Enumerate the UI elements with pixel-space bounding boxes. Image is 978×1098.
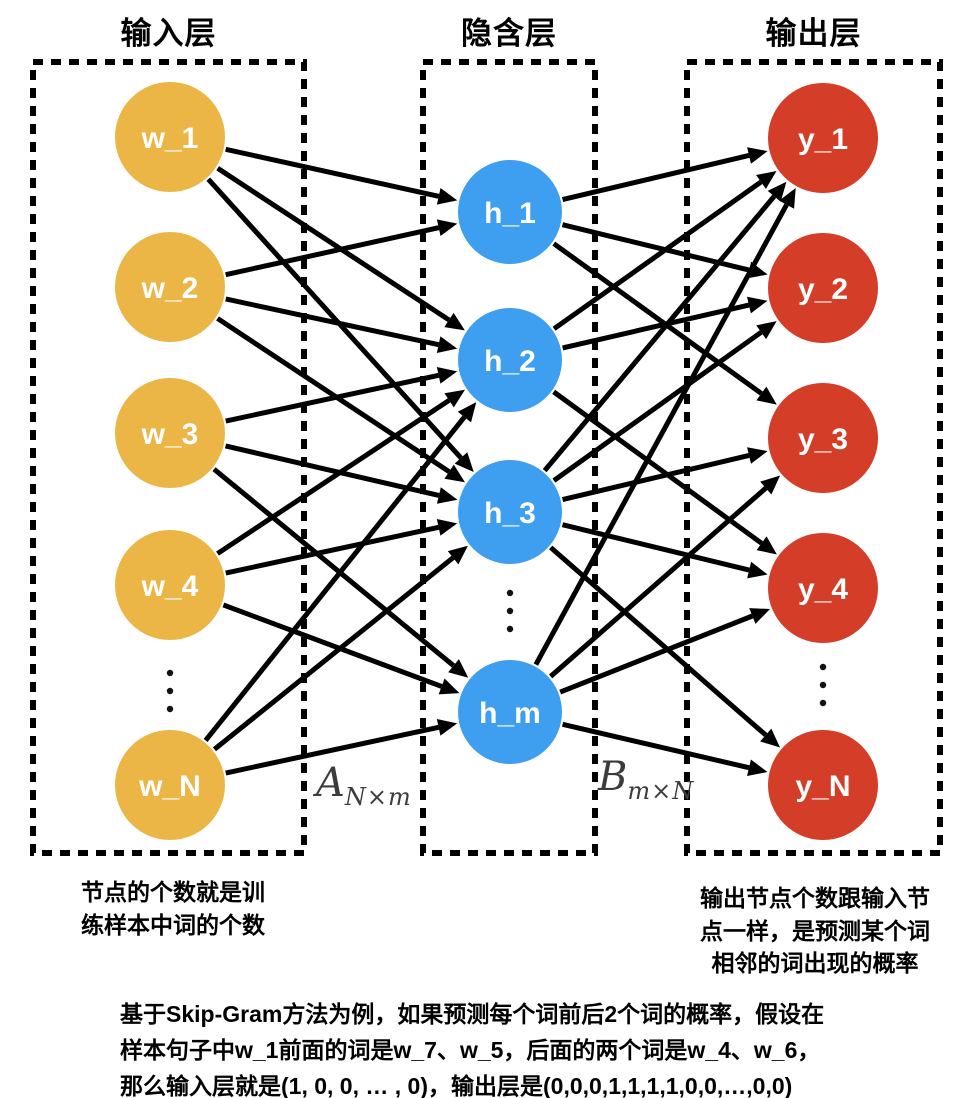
w_1-node [115, 82, 225, 192]
output-layer-box [684, 59, 943, 856]
matrix-b-label: Bm×N [598, 754, 694, 805]
edge-h_3-to-y_2 [552, 321, 777, 483]
edge-w_1-to-h_2 [216, 166, 465, 331]
ellipsis-dot [506, 625, 514, 633]
edge-w_2-to-h_3 [216, 316, 465, 483]
h_2-node [458, 308, 562, 412]
h_1-node [458, 160, 562, 264]
w_2-node-label: w_2 [141, 272, 199, 305]
edge-w_4-to-h_m [222, 602, 460, 695]
y_3-node-label: y_3 [798, 423, 848, 456]
edge-h_2-to-y_2 [562, 296, 768, 351]
ellipsis-dot [166, 669, 174, 677]
edge-w_1-to-h_1 [225, 146, 458, 205]
edge-w_3-to-h_2 [225, 367, 458, 424]
w_1-node-label: w_1 [141, 122, 199, 155]
edge-w_3-to-h_m [212, 467, 469, 678]
input-layer-box [30, 59, 307, 856]
ellipsis-dot [819, 699, 827, 707]
w_4-node [115, 530, 225, 640]
matrix-a-subscript: N×m [344, 783, 412, 811]
edge-w_N-to-h_2 [203, 402, 477, 743]
hidden-layer-box [420, 59, 598, 856]
y_N-node-label: y_N [795, 770, 850, 803]
h_3-node [458, 460, 562, 564]
ellipsis-dot [166, 687, 174, 695]
edge-w_3-to-h_3 [224, 443, 458, 504]
edge-h_1-to-y_1 [561, 147, 768, 203]
edge-h_1-to-y_3 [552, 241, 777, 405]
edge-w_2-to-h_2 [225, 296, 458, 353]
edge-w_4-to-h_2 [216, 389, 465, 556]
ellipsis-dot [166, 705, 174, 713]
w_N-node-label: w_N [138, 770, 201, 803]
y_2-node-label: y_2 [798, 273, 848, 306]
h_3-node-label: h_3 [484, 497, 536, 530]
y_4-node [768, 533, 878, 643]
input-layer-title: 输入层 [120, 16, 217, 51]
edge-w_2-to-h_1 [225, 219, 458, 278]
hidden-layer-title: 隐含层 [461, 16, 557, 51]
w_N-node [115, 730, 225, 840]
edge-h_m-to-y_3 [548, 475, 781, 679]
ellipsis-dot [819, 663, 827, 671]
output-layer-title: 输出层 [765, 16, 862, 51]
h_m-node [458, 660, 562, 764]
y_1-node [768, 83, 878, 193]
edge-h_2-to-y_1 [552, 170, 777, 331]
edge-w_N-to-h_m [225, 719, 458, 776]
edge-w_N-to-h_3 [212, 545, 468, 752]
input-layer-note: 节点的个数就是训 练样本中词的个数 [81, 879, 265, 938]
y_1-node-label: y_1 [798, 123, 848, 156]
y_4-node-label: y_4 [798, 573, 848, 606]
output-layer-note: 输出节点个数跟输入节 点一样，是预测某个词 相邻的词出现的概率 [700, 885, 930, 977]
h_m-node-label: h_m [479, 697, 541, 730]
edge-h_3-to-y_4 [561, 522, 768, 579]
edge-h_3-to-y_1 [542, 181, 787, 473]
edge-h_3-to-y_3 [561, 447, 768, 503]
matrix-b-base: B [598, 754, 628, 800]
ellipsis-dot [819, 681, 827, 689]
matrix-a-base: A [316, 760, 345, 806]
edge-w_4-to-h_3 [225, 519, 458, 576]
w_2-node [115, 232, 225, 342]
matrix-b-subscript: m×N [627, 777, 695, 805]
ellipsis-dot [506, 607, 514, 615]
matrix-a-label: AN×m [316, 760, 412, 811]
y_N-node [768, 730, 878, 840]
w_4-node-label: w_4 [141, 570, 199, 603]
edge-h_3-to-y_N [549, 545, 781, 748]
edge-w_1-to-h_3 [206, 177, 474, 472]
edge-h_m-to-y_4 [559, 608, 771, 695]
h_1-node-label: h_1 [484, 197, 536, 230]
edge-h_m-to-y_N [562, 721, 768, 777]
edge-h_m-to-y_1 [533, 188, 796, 666]
ellipsis-dot [506, 589, 514, 597]
skip-gram-caption: 基于Skip-Gram方法为例，如果预测每个词前后2个词的概率，假设在 样本句子… [120, 1001, 825, 1098]
h_2-node-label: h_2 [484, 345, 536, 378]
w_3-node-label: w_3 [141, 418, 199, 451]
w_3-node [115, 378, 225, 488]
y_3-node [768, 383, 878, 493]
y_2-node [768, 233, 878, 343]
